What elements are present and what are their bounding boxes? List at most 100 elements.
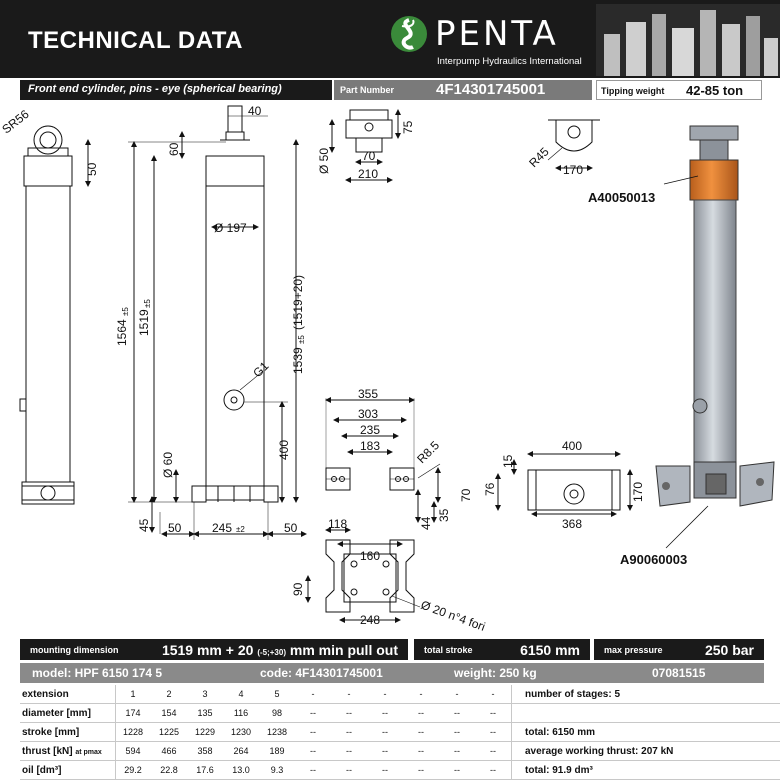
max-pressure-label: max pressure bbox=[604, 644, 663, 655]
dim-1564: 1564 bbox=[115, 319, 129, 346]
tipping-weight-value: 42-85 ton bbox=[682, 80, 762, 100]
table-cell: - bbox=[491, 689, 495, 699]
dim-1519-tol: ±5 bbox=[143, 299, 152, 308]
table-cell: -- bbox=[382, 746, 388, 756]
table-cell: -- bbox=[382, 708, 388, 718]
table-cell: -- bbox=[346, 708, 352, 718]
document-number: 07081515 bbox=[652, 666, 706, 680]
note-total-stroke: total: 6150 mm bbox=[525, 727, 596, 738]
table-cell: - bbox=[311, 689, 315, 699]
total-stroke-value: 6150 mm bbox=[520, 641, 580, 658]
dim-400-horizontal: 400 bbox=[562, 439, 582, 453]
table-cell: 116 bbox=[233, 708, 249, 718]
table-row-diameter: diameter [mm] 174 154 135 116 98 -- -- -… bbox=[20, 704, 780, 723]
mounting-value-a: 1519 mm + 20 bbox=[161, 641, 254, 658]
front-view-cylinder bbox=[191, 105, 279, 503]
table-cell: 594 bbox=[125, 746, 141, 756]
table-cell: 466 bbox=[161, 746, 177, 756]
table-cell: 29.2 bbox=[124, 765, 142, 775]
dim-1519: 1519 bbox=[137, 309, 151, 336]
table-cell: 22.8 bbox=[160, 765, 178, 775]
table-cell: 1229 bbox=[194, 727, 216, 737]
mounting-value-tol: (-5;+30) bbox=[257, 647, 286, 657]
dim-170-top: 170 bbox=[563, 163, 583, 177]
table-cell: - bbox=[455, 689, 459, 699]
bottom-plate-top bbox=[305, 527, 421, 623]
total-stroke-label: total stroke bbox=[424, 644, 473, 655]
part-number-value: 4F14301745001 bbox=[422, 80, 592, 100]
table-cell: -- bbox=[310, 765, 316, 775]
drawing-canvas: SR56 40 50 60 1564 ±5 1519 ±5 Ø 197 G1 1… bbox=[0, 104, 775, 634]
cylinder-description: Front end cylinder, pins - eye (spherica… bbox=[20, 80, 332, 100]
technical-drawing: SR56 40 50 60 1564 ±5 1519 ±5 Ø 197 G1 1… bbox=[0, 102, 780, 634]
table-row-thrust: thrust [kN] at pmax 594 466 358 264 189 … bbox=[20, 742, 780, 761]
mounting-label: mounting dimension bbox=[30, 644, 119, 655]
dim-70-top: 70 bbox=[362, 149, 376, 163]
table-cell: -- bbox=[418, 727, 424, 737]
table-row-extension: extension 1 2 3 4 5 - - - - - - number o… bbox=[20, 685, 780, 704]
dim-245: 245 bbox=[212, 521, 232, 535]
dim-phi60: Ø 60 bbox=[161, 452, 175, 478]
dim-50-right: 50 bbox=[284, 521, 298, 535]
brand-logo: PENTA Interpump Hydraulics International bbox=[385, 8, 595, 72]
dim-sr56: SR56 bbox=[0, 107, 32, 137]
table-cell: -- bbox=[310, 708, 316, 718]
dim-235: 235 bbox=[360, 423, 380, 437]
top-bracket-detail bbox=[329, 109, 401, 183]
table-cell: -- bbox=[418, 765, 424, 775]
dim-1564-tol: ±5 bbox=[121, 307, 130, 316]
dim-160: 160 bbox=[360, 549, 380, 563]
dim-245-tol: ±2 bbox=[236, 525, 245, 534]
table-cell: 5 bbox=[274, 689, 280, 699]
cylinders-photo-icon bbox=[596, 4, 780, 76]
dim-1539: 1539 bbox=[291, 347, 305, 374]
dim-303: 303 bbox=[358, 407, 378, 421]
model-code: code: 4F14301745001 bbox=[260, 666, 383, 680]
dim-50-top: 50 bbox=[85, 162, 99, 176]
row-header-extension: extension bbox=[22, 689, 69, 700]
table-cell: 98 bbox=[271, 708, 282, 718]
table-cell: -- bbox=[310, 727, 316, 737]
table-cell: 13.0 bbox=[232, 765, 250, 775]
table-cell: 17.6 bbox=[196, 765, 214, 775]
max-pressure-cell: max pressure 250 bar bbox=[594, 639, 764, 660]
dim-183: 183 bbox=[360, 439, 380, 453]
table-cell: 1238 bbox=[266, 727, 288, 737]
row-header-thrust: thrust [kN] at pmax bbox=[20, 742, 115, 761]
cylinder-3d-render bbox=[655, 125, 775, 507]
table-cell: 264 bbox=[233, 746, 249, 756]
bottom-plate-front bbox=[325, 397, 441, 523]
table-cell: 4 bbox=[238, 689, 244, 699]
part-label-bottom: A90060003 bbox=[620, 552, 687, 567]
side-view-cylinder bbox=[19, 125, 75, 505]
dim-118: 118 bbox=[328, 517, 347, 531]
table-cell: -- bbox=[418, 746, 424, 756]
mounting-value-b: mm min pull out bbox=[289, 641, 398, 658]
dim-368: 368 bbox=[562, 517, 582, 531]
bottom-bracket-leader bbox=[665, 505, 709, 549]
table-cell: 189 bbox=[269, 746, 285, 756]
dim-70-side: 70 bbox=[459, 488, 473, 502]
table-cell: -- bbox=[490, 727, 496, 737]
table-cell: -- bbox=[382, 727, 388, 737]
dim-phi50: Ø 50 bbox=[317, 148, 331, 174]
table-cell: -- bbox=[310, 746, 316, 756]
table-cell: 135 bbox=[197, 708, 213, 718]
page-title: TECHNICAL DATA bbox=[28, 27, 243, 54]
table-cell: -- bbox=[346, 746, 352, 756]
table-cell: -- bbox=[490, 765, 496, 775]
table-cell: -- bbox=[454, 765, 460, 775]
table-cell: -- bbox=[382, 765, 388, 775]
bottom-plate-side bbox=[495, 451, 633, 517]
mounting-value: 1519 mm + 20 (-5;+30) mm min pull out bbox=[162, 642, 398, 658]
table-cell: -- bbox=[490, 708, 496, 718]
header: TECHNICAL DATA PENTA Interpump Hydraulic… bbox=[0, 0, 780, 78]
table-cell: 358 bbox=[197, 746, 213, 756]
dim-45: 45 bbox=[137, 518, 151, 532]
dim-400-vertical: 400 bbox=[277, 440, 291, 460]
dim-40: 40 bbox=[248, 104, 262, 118]
table-cell: -- bbox=[346, 765, 352, 775]
table-cell: 1225 bbox=[158, 727, 180, 737]
table-divider bbox=[115, 685, 116, 780]
dim-1539-sum: (1519+20) bbox=[291, 275, 305, 330]
